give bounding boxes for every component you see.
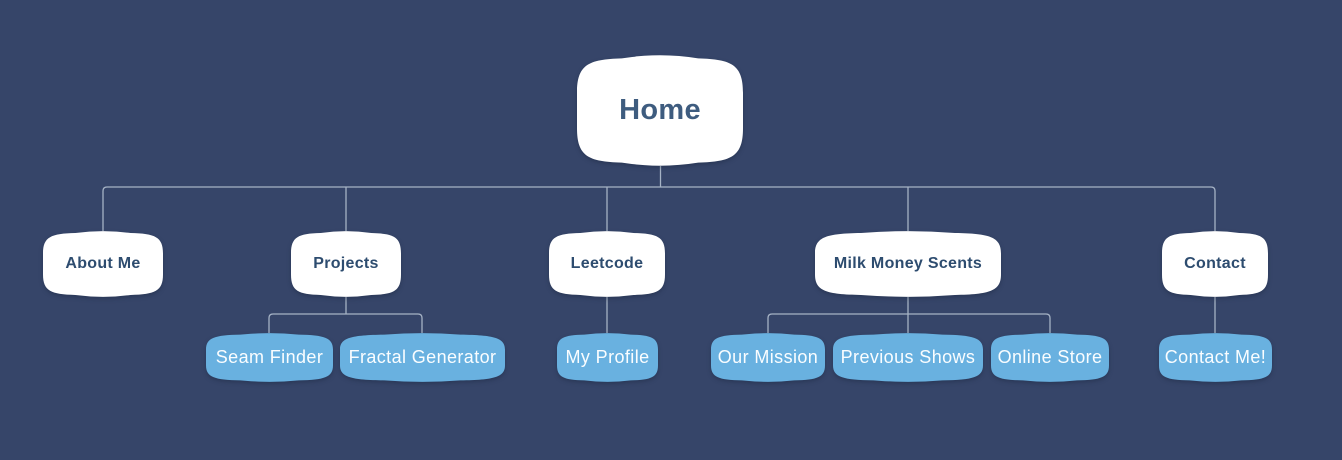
node-label: Projects: [313, 255, 379, 272]
node-label: My Profile: [565, 347, 650, 367]
node-seam-finder[interactable]: Seam Finder: [206, 333, 333, 382]
node-shape: [1159, 333, 1272, 382]
node-shape: [549, 231, 665, 297]
node-label: Milk Money Scents: [833, 255, 983, 272]
node-label: Home: [619, 94, 701, 126]
node-shape: [557, 333, 658, 382]
node-milk-money-scents[interactable]: Milk Money Scents: [815, 231, 1001, 297]
connector-milk-bus: [767, 313, 1051, 333]
node-label: Contact: [1184, 255, 1246, 272]
node-shape: [991, 333, 1109, 382]
connector-level1-bus: [102, 186, 1216, 231]
node-shape: [1162, 231, 1268, 297]
node-label: Contact Me!: [1164, 347, 1267, 367]
node-online-store[interactable]: Online Store: [991, 333, 1109, 382]
node-contact-me[interactable]: Contact Me!: [1159, 333, 1272, 382]
node-label: About Me: [65, 255, 141, 272]
node-shape: [340, 333, 505, 382]
node-label: Online Store: [997, 347, 1103, 367]
node-label: Our Mission: [717, 347, 819, 367]
node-shape: [291, 231, 401, 297]
connector-projects-bus: [268, 313, 423, 333]
node-shape: [577, 55, 743, 166]
node-shape: [43, 231, 163, 297]
node-projects[interactable]: Projects: [291, 231, 401, 297]
node-previous-shows[interactable]: Previous Shows: [833, 333, 983, 382]
node-leetcode[interactable]: Leetcode: [549, 231, 665, 297]
node-my-profile[interactable]: My Profile: [557, 333, 658, 382]
node-label: Previous Shows: [840, 347, 976, 367]
node-fractal-generator[interactable]: Fractal Generator: [340, 333, 505, 382]
node-home[interactable]: Home: [577, 55, 743, 166]
node-shape: [815, 231, 1001, 297]
node-shape: [711, 333, 825, 382]
node-shape: [206, 333, 333, 382]
node-label: Seam Finder: [215, 347, 324, 367]
node-label: Leetcode: [570, 255, 644, 272]
node-about-me[interactable]: About Me: [43, 231, 163, 297]
node-shape: [833, 333, 983, 382]
node-our-mission[interactable]: Our Mission: [711, 333, 825, 382]
node-label: Fractal Generator: [348, 347, 497, 367]
node-contact[interactable]: Contact: [1162, 231, 1268, 297]
